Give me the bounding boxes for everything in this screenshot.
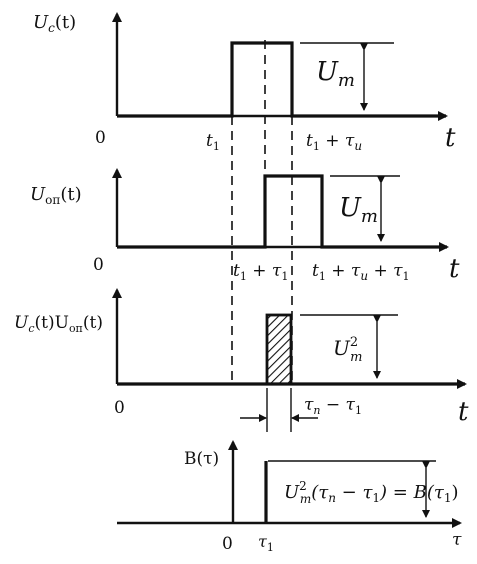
panel2-tick-end: t1 + τи + τ1	[312, 261, 410, 283]
panel4-tick: τ1	[258, 532, 274, 554]
panel3-x-axis-label: t	[458, 397, 469, 427]
panel1-y-label: Uc(t)	[33, 12, 76, 35]
panel3-origin: 0	[114, 398, 125, 418]
panel1-pulse	[117, 41, 446, 118]
panel1-origin: 0	[95, 128, 106, 148]
panel2-y-label: Uоп(t)	[30, 184, 82, 207]
panel3-overlap-hatched	[265, 313, 293, 386]
panel1-tick-end: t1 + τи	[306, 131, 362, 153]
panel2-x-axis-label: t	[449, 254, 460, 284]
panel2-origin: 0	[93, 255, 104, 275]
panel-reference: Uоп(t) 0 t Um t1 + τ1 t1 + τи + τ1	[30, 168, 460, 284]
panel3-y-label: Uc(t)Uоп(t)	[14, 313, 103, 335]
panel1-tick-start: t1	[206, 131, 220, 153]
panel3-width-label: τn − τ1	[304, 395, 362, 417]
panel4-y-label: B(τ)	[184, 449, 219, 469]
panel-signal: Uc(t) 0 t Um t1 t1 + τи	[33, 12, 456, 153]
panel1-amplitude-label: Um	[316, 57, 355, 91]
panel2-amplitude-label: Um	[339, 193, 378, 227]
panel2-tick-start: t1 + τ1	[233, 261, 288, 283]
panel4-origin: 0	[222, 534, 233, 554]
panel1-x-axis-label: t	[445, 123, 456, 153]
panel2-pulse	[117, 174, 447, 249]
panel4-x-axis-label: τ	[452, 530, 462, 550]
